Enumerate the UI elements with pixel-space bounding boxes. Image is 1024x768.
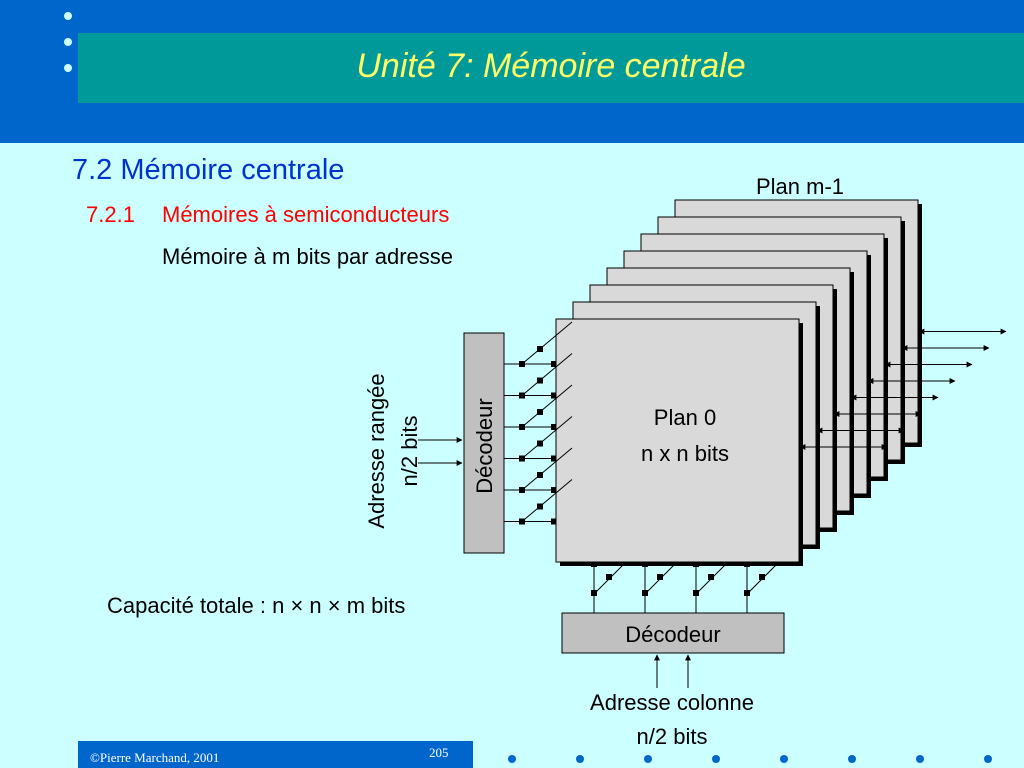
row-line-fanout [521,353,573,396]
footer-bullet-dot [712,755,720,763]
copyright: ©Pierre Marchand, 2001 [90,750,220,765]
row-junction [519,424,525,430]
header-bullet-dot [64,12,72,20]
header-bullet-dot [64,38,72,46]
column-junction [708,574,714,580]
row-junction [519,392,525,399]
footer-bullet-dot [644,755,652,763]
row-select-lines [504,321,573,525]
column-junction [759,574,765,580]
page-number: 205 [429,745,449,760]
row-line-fanout [521,479,573,522]
row-address-bits-label: n/2 bits [397,416,422,487]
header-bullet-dot [64,64,72,72]
column-junction [693,562,699,567]
section-heading: 7.2 Mémoire centrale [72,154,345,186]
footer-bullet-dot [780,755,788,763]
memory-planes [555,199,922,566]
footer-bullet-dot [508,755,516,763]
row-address-label: Adresse rangée [364,373,389,528]
footer-bullet-dot [848,755,856,763]
row-junction [551,518,556,525]
row-junction [537,440,543,447]
row-junction [519,455,525,462]
row-junction [551,392,556,399]
column-decoder-box [561,612,785,654]
column-junction [693,590,699,596]
row-junction [537,503,543,510]
data-line-arrows [799,328,1007,450]
row-junction [551,455,556,462]
row-junction [519,361,525,367]
slide-title: Unité 7: Mémoire centrale [356,47,746,85]
column-junction [606,574,612,580]
column-junction [642,562,648,567]
column-address-bits-label: n/2 bits [637,724,708,749]
column-junction [591,562,597,567]
row-line-fanout [521,447,573,491]
footer-bullet-dot [916,755,924,763]
footer-bullet-dot [576,755,584,763]
row-line-fanout [521,321,573,365]
row-junction [551,487,556,493]
row-junction [551,424,556,430]
capacity-formula: Capacité totale : n × n × m bits [107,593,406,618]
row-junction [537,472,543,478]
row-junction [537,409,543,415]
column-junction [744,590,750,596]
footer-bullet-dot [984,755,992,763]
subsection-title: Mémoires à semiconducteurs [162,202,450,227]
title-box: Unité 7: Mémoire centrale [78,33,1024,103]
row-line-fanout [521,416,573,459]
plane-front-label: Plan 0 [654,405,716,430]
row-junction [537,377,543,384]
row-decoder-label: Décodeur [472,398,497,493]
column-junction [591,590,597,596]
footer-bar: ©Pierre Marchand, 2001 205 [78,741,473,768]
column-junction [744,562,750,567]
row-junction [551,361,556,367]
column-junction [657,574,663,580]
column-address-label: Adresse colonne [590,690,754,715]
memory-plane [555,318,800,563]
row-junction [537,346,543,352]
subsection-number: 7.2.1 [86,202,135,227]
row-line-fanout [521,384,573,428]
row-junction [519,518,525,525]
row-decoder-box [463,332,505,554]
column-junction [642,590,648,596]
memory-description: Mémoire à m bits par adresse [162,244,453,269]
row-junction [519,487,525,493]
column-select-lines [591,561,780,613]
plane-size-label: n x n bits [641,441,729,466]
column-decoder-label: Décodeur [625,622,720,647]
plane-top-label: Plan m-1 [756,174,844,199]
